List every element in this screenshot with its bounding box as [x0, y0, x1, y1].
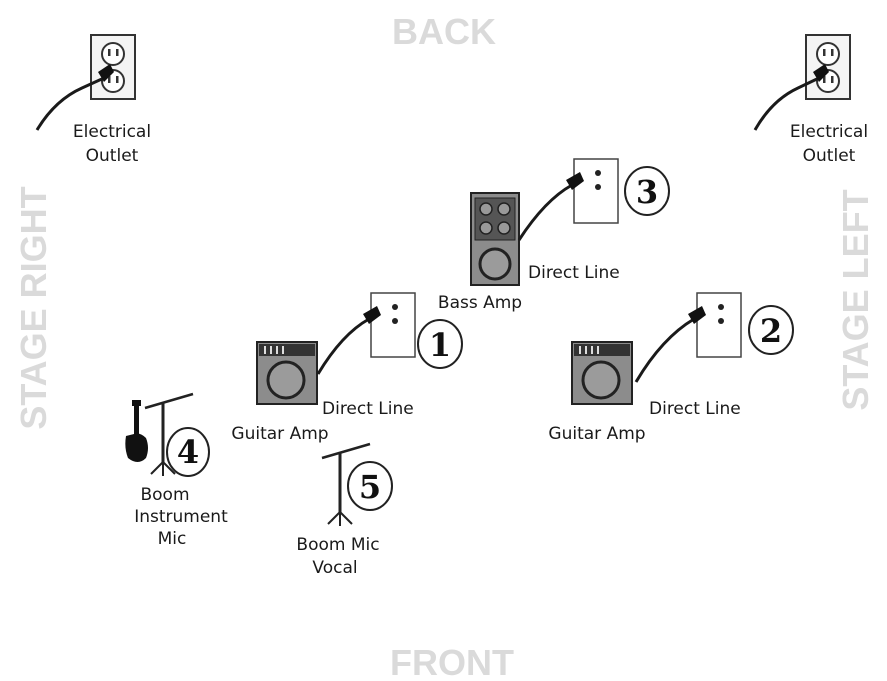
- direct-line-1-label: Direct Line: [322, 399, 414, 419]
- guitar-amp-right-icon: [570, 340, 634, 406]
- outlet-right-label-2: Outlet: [803, 146, 856, 166]
- outlet-right-label-1: Electrical: [790, 122, 868, 142]
- boom-mic-vocal-label-2: Vocal: [312, 558, 357, 578]
- guitar-amp-left-icon: [255, 340, 319, 406]
- bass-amp-icon: [470, 192, 520, 286]
- boom-instrument-mic-label-2: Instrument: [134, 507, 228, 527]
- direct-line-3-label: Direct Line: [528, 263, 620, 283]
- outlet-left-label-1: Electrical: [73, 122, 151, 142]
- badge-3: [624, 166, 670, 216]
- outlet-right: Electrical Outlet: [753, 34, 868, 166]
- boom-instrument-mic-label-1: Boom: [140, 485, 189, 505]
- badge-4-number: 4: [177, 433, 199, 471]
- guitar-amp-right-label: Guitar Amp: [548, 424, 645, 444]
- bass-amp-label: Bass Amp: [438, 293, 522, 313]
- boom-mic-vocal: 5 Boom Mic Vocal: [296, 442, 393, 578]
- direct-box-1-icon: [370, 292, 416, 358]
- badge-1: [417, 319, 463, 369]
- badge-4: [166, 427, 210, 477]
- direct-box-3-icon: [573, 158, 619, 224]
- guitar-amp-left-label: Guitar Amp: [231, 424, 328, 444]
- badge-1-number: 1: [429, 326, 451, 364]
- stage-front-label: FRONT: [390, 642, 514, 681]
- guitar-amp-right: Guitar Amp: [548, 340, 646, 444]
- boom-instrument-mic-label-3: Mic: [158, 529, 187, 549]
- direct-line-2: Direct Line 2: [634, 292, 794, 419]
- badge-2: [748, 305, 794, 355]
- badge-5-number: 5: [359, 468, 381, 506]
- electric-guitar-icon: [125, 400, 148, 462]
- boom-instrument-mic: 4 Boom Instrument Mic: [125, 392, 228, 549]
- direct-line-2-label: Direct Line: [649, 399, 741, 419]
- direct-line-3: Direct Line 3: [517, 158, 670, 283]
- stage-right-label: STAGE RIGHT: [13, 186, 54, 429]
- stage-back-label: BACK: [392, 11, 496, 52]
- guitar-amp-left: Guitar Amp: [231, 340, 329, 444]
- outlet-right-icon: [805, 34, 851, 100]
- outlet-left-icon: [90, 34, 136, 100]
- bass-amp: Bass Amp: [438, 192, 522, 313]
- direct-line-1: Direct Line 1: [316, 292, 463, 419]
- boom-mic-vocal-label-1: Boom Mic: [296, 535, 379, 555]
- outlet-left-label-2: Outlet: [86, 146, 139, 166]
- stage-left-label: STAGE LEFT: [835, 189, 876, 410]
- badge-2-number: 2: [760, 312, 782, 350]
- direct-box-2-icon: [696, 292, 742, 358]
- outlet-left: Electrical Outlet: [35, 34, 151, 166]
- badge-3-number: 3: [636, 173, 658, 211]
- badge-5: [347, 461, 393, 511]
